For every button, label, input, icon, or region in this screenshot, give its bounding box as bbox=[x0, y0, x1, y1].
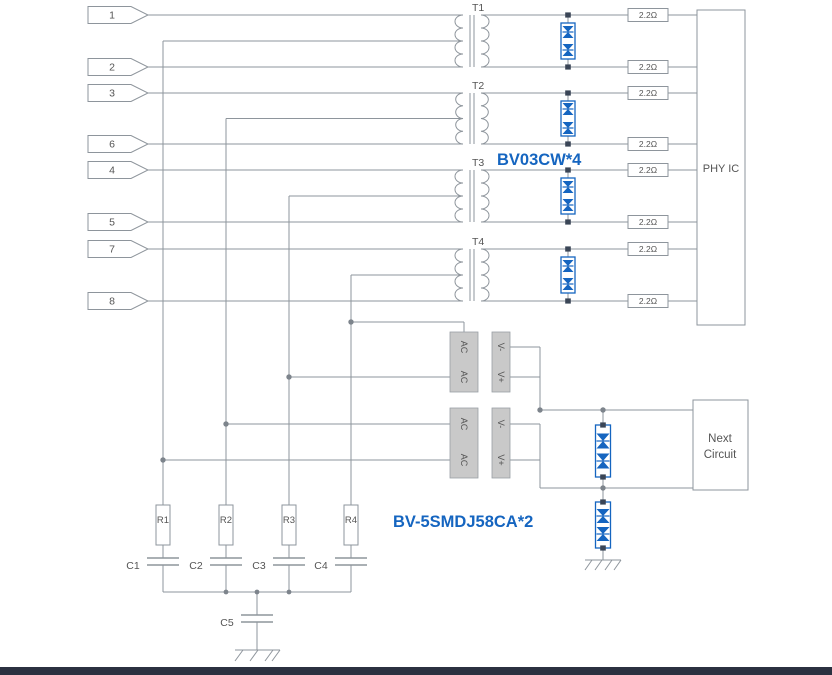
capacitor-label: C2 bbox=[189, 560, 203, 572]
pin-label: 5 bbox=[109, 217, 115, 229]
series-resistor-3: 2.2Ω bbox=[627, 86, 669, 100]
bridge-block-2: AC AC V- V+ bbox=[449, 407, 511, 479]
pin-connector-4: 4 bbox=[87, 161, 150, 179]
capacitor-c2: C2 bbox=[189, 557, 242, 572]
bridge-pin-ac: AC bbox=[459, 341, 469, 354]
series-resistor-1: 2.2Ω bbox=[627, 8, 669, 22]
resistor-value: 2.2Ω bbox=[639, 165, 657, 175]
esd-array-part-label: BV03CW*4 bbox=[497, 151, 582, 169]
transformer-t3: T3 bbox=[454, 157, 490, 223]
pin-connector-8: 8 bbox=[87, 292, 150, 310]
esd-array-3 bbox=[560, 167, 576, 225]
bridge-pin-v-minus: V- bbox=[496, 420, 506, 429]
pin-label: 8 bbox=[109, 296, 115, 308]
capacitor-label: C3 bbox=[252, 560, 266, 572]
transformer-t4: T4 bbox=[454, 236, 490, 302]
capacitor-c4: C4 bbox=[314, 557, 367, 572]
resistor-r1: R1 bbox=[155, 504, 171, 546]
resistor-label: R3 bbox=[283, 515, 295, 526]
wires bbox=[148, 14, 697, 650]
transformer-label: T1 bbox=[472, 2, 484, 14]
phy-ic-label: PHY IC bbox=[703, 163, 740, 175]
next-circuit-block: Next Circuit bbox=[692, 399, 749, 491]
bridge-pin-ac: AC bbox=[459, 418, 469, 431]
bridge-pin-ac: AC bbox=[459, 454, 469, 467]
capacitor-c5: C5 bbox=[220, 614, 273, 629]
pin-connector-1: 1 bbox=[87, 6, 150, 24]
phy-ic-block: PHY IC bbox=[696, 9, 746, 326]
series-resistor-5: 2.2Ω bbox=[627, 163, 669, 177]
tvs-diode-1 bbox=[594, 422, 612, 480]
bridge-pin-v-plus: V+ bbox=[496, 454, 506, 465]
transformer-label: T2 bbox=[472, 80, 484, 92]
bridge-pin-v-plus: V+ bbox=[496, 371, 506, 382]
transformer-label: T4 bbox=[472, 236, 484, 248]
capacitor-c1: C1 bbox=[126, 557, 179, 572]
resistor-r3: R3 bbox=[281, 504, 297, 546]
capacitor-label: C5 bbox=[220, 617, 234, 629]
resistor-value: 2.2Ω bbox=[639, 10, 657, 20]
resistor-value: 2.2Ω bbox=[639, 62, 657, 72]
bridge-block-1: AC AC V- V+ bbox=[449, 331, 511, 393]
tvs-diode-2 bbox=[594, 499, 612, 551]
capacitor-label: C4 bbox=[314, 560, 328, 572]
resistor-r4: R4 bbox=[343, 504, 359, 546]
pin-label: 6 bbox=[109, 139, 115, 151]
pin-label: 4 bbox=[109, 165, 115, 177]
series-resistor-7: 2.2Ω bbox=[627, 242, 669, 256]
series-resistor-8: 2.2Ω bbox=[627, 294, 669, 308]
resistor-value: 2.2Ω bbox=[639, 88, 657, 98]
series-resistor-2: 2.2Ω bbox=[627, 60, 669, 74]
resistor-value: 2.2Ω bbox=[639, 244, 657, 254]
capacitor-label: C1 bbox=[126, 560, 140, 572]
bottom-bar bbox=[0, 667, 832, 675]
pin-connector-5: 5 bbox=[87, 213, 150, 231]
pin-connector-7: 7 bbox=[87, 240, 150, 258]
resistor-value: 2.2Ω bbox=[639, 296, 657, 306]
transformer-t2: T2 bbox=[455, 80, 489, 145]
pin-label: 2 bbox=[109, 62, 115, 74]
ground-symbol-tvs bbox=[584, 559, 622, 571]
esd-array-2 bbox=[560, 90, 576, 147]
pin-label: 7 bbox=[109, 244, 115, 256]
bridge-pin-ac: AC bbox=[459, 371, 469, 384]
resistor-value: 2.2Ω bbox=[639, 139, 657, 149]
resistor-label: R4 bbox=[345, 515, 357, 526]
esd-array-1 bbox=[560, 12, 576, 70]
series-resistor-6: 2.2Ω bbox=[627, 215, 669, 229]
tvs-part-label: BV-5SMDJ58CA*2 bbox=[393, 513, 533, 531]
transformer-t1: T1 bbox=[454, 2, 490, 68]
transformer-label: T3 bbox=[472, 157, 484, 169]
resistor-label: R2 bbox=[220, 515, 232, 526]
resistor-value: 2.2Ω bbox=[639, 217, 657, 227]
next-circuit-label: Next bbox=[708, 433, 732, 445]
bridge-pin-v-minus: V- bbox=[496, 343, 506, 352]
resistor-label: R1 bbox=[157, 515, 169, 526]
pin-label: 3 bbox=[109, 88, 115, 100]
next-circuit-label: Circuit bbox=[704, 449, 737, 461]
pin-label: 1 bbox=[109, 10, 115, 22]
junction-dots bbox=[160, 319, 606, 595]
esd-array-4 bbox=[560, 246, 576, 304]
pin-connector-6: 6 bbox=[87, 135, 150, 153]
pin-connector-3: 3 bbox=[87, 84, 150, 102]
resistor-r2: R2 bbox=[218, 504, 234, 546]
series-resistor-4: 2.2Ω bbox=[627, 137, 669, 151]
pin-connector-2: 2 bbox=[87, 58, 150, 76]
capacitor-c3: C3 bbox=[252, 557, 305, 572]
ground-symbol-c5 bbox=[234, 649, 281, 662]
